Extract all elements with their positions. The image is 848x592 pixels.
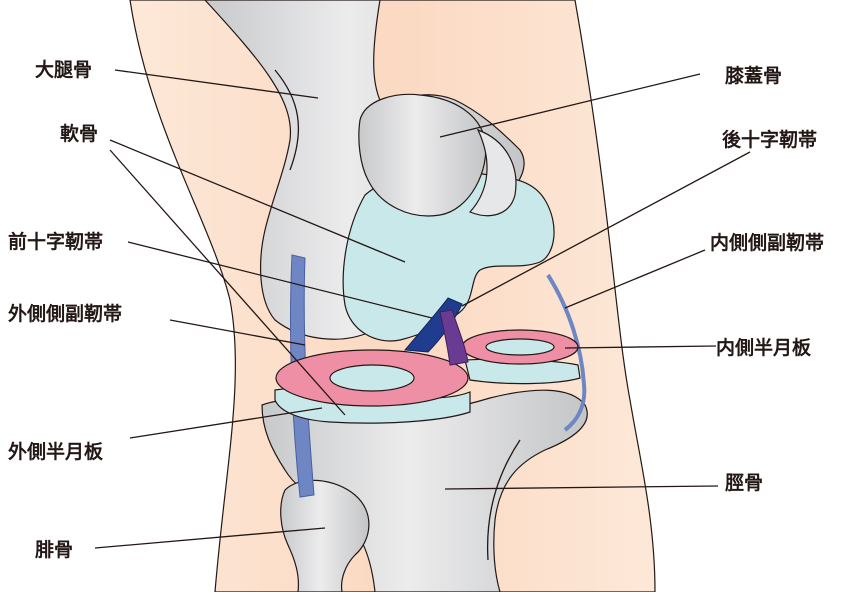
label-lateral-meniscus: 外側半月板: [8, 440, 104, 463]
label-femur: 大腿骨: [35, 58, 92, 81]
label-medial-collateral-ligament: 内側側副靭帯: [710, 231, 824, 254]
label-lateral-collateral-ligament: 外側側副靭帯: [8, 302, 122, 325]
medial-meniscus-inner: [486, 339, 554, 355]
label-patella: 膝蓋骨: [725, 64, 782, 87]
lateral-meniscus-inner: [330, 365, 414, 391]
label-tibia: 脛骨: [724, 472, 763, 494]
label-posterior-cruciate-ligament: 後十字靭帯: [722, 128, 817, 151]
label-medial-meniscus: 内側半月板: [716, 336, 812, 359]
label-acl: 前十字靭帯: [8, 230, 103, 253]
label-fibula: 腓骨: [35, 539, 73, 561]
label-cartilage: 軟骨: [60, 122, 98, 145]
